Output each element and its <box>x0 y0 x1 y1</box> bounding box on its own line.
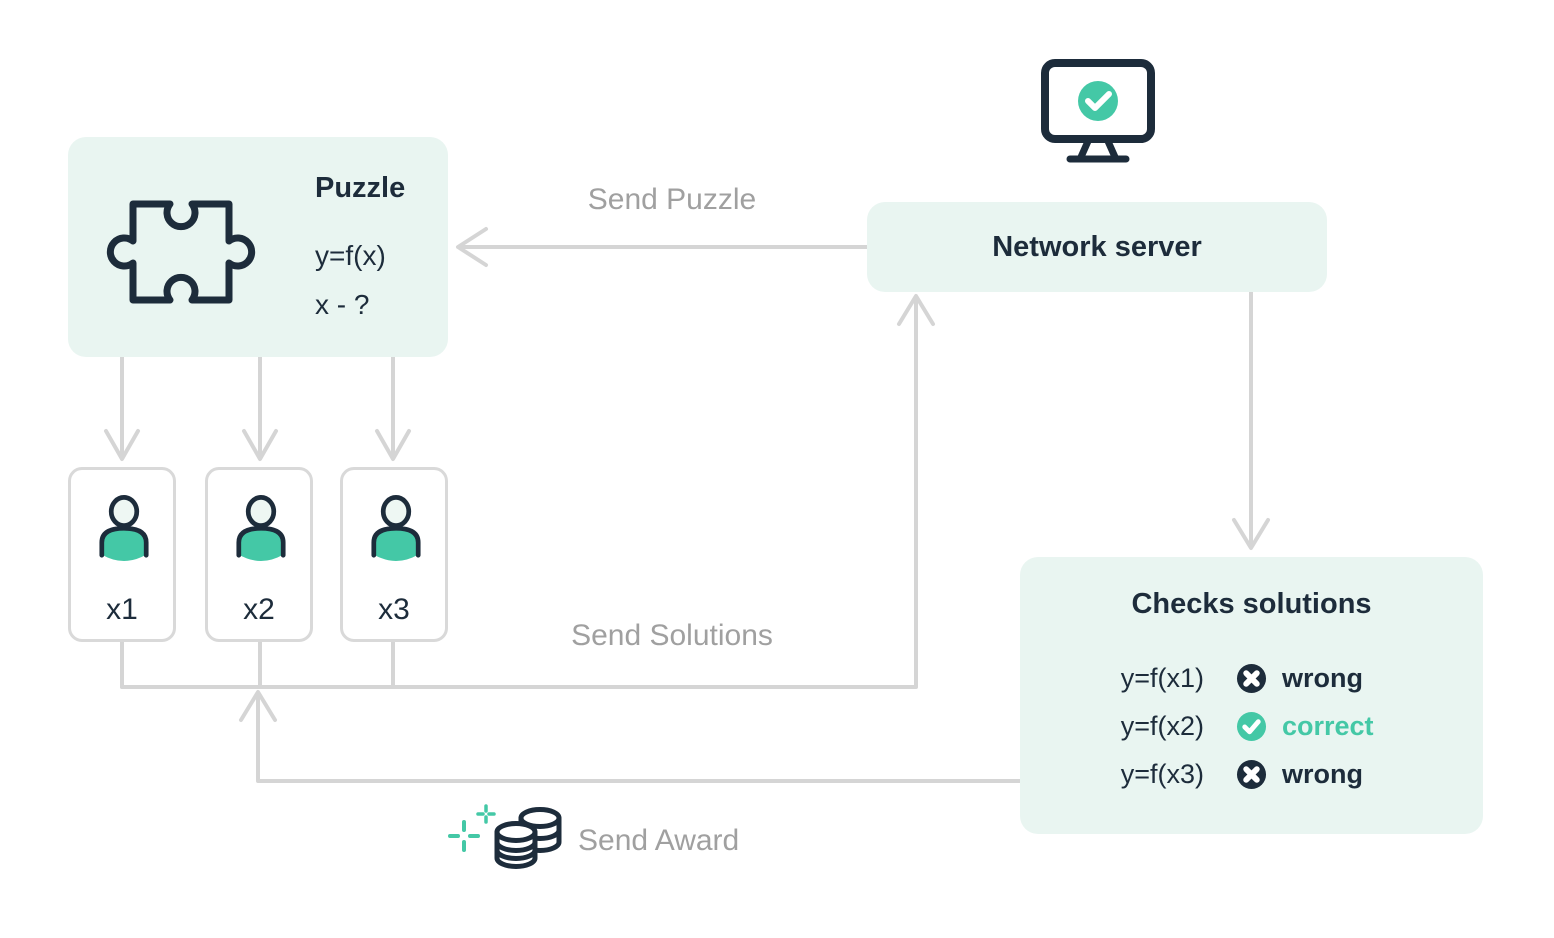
check-row: y=f(x3) wrong <box>1020 750 1483 798</box>
sparkles-icon <box>448 804 496 852</box>
miner-card-x3: x3 <box>340 467 448 642</box>
puzzle-title: Puzzle <box>315 172 406 204</box>
miner-label: x2 <box>243 593 275 626</box>
user-icon <box>99 495 149 561</box>
user-icon <box>371 495 421 561</box>
send-solutions-label: Send Solutions <box>571 619 773 652</box>
cross-circle-icon <box>1236 759 1267 789</box>
check-expression: y=f(x1) <box>1120 662 1204 693</box>
send-solutions-path <box>120 294 935 689</box>
puzzle-formula: y=f(x) <box>315 240 386 271</box>
puzzle-box: Puzzle y=f(x) x - ? <box>68 137 448 357</box>
miner-label: x1 <box>106 593 138 626</box>
user-icon <box>236 495 286 561</box>
miner-card-x1: x1 <box>68 467 176 642</box>
send-puzzle-arrow <box>456 227 869 267</box>
network-server-box: Network server <box>867 202 1327 292</box>
monitor-check-icon <box>1041 59 1155 163</box>
cross-circle-icon <box>1236 663 1267 693</box>
check-expression: y=f(x3) <box>1120 758 1204 789</box>
check-expression: y=f(x2) <box>1120 710 1204 741</box>
miner-label: x3 <box>378 593 410 626</box>
puzzle-to-miners-arrows <box>104 355 411 461</box>
check-circle-icon <box>1236 711 1267 741</box>
check-row: y=f(x2) correct <box>1020 702 1483 750</box>
miner-card-x2: x2 <box>205 467 313 642</box>
coins-sparkle-icon <box>448 804 562 869</box>
check-result: correct <box>1282 710 1374 741</box>
send-award-label: Send Award <box>578 824 740 857</box>
network-server-label: Network server <box>992 230 1202 263</box>
checks-rows: y=f(x1) wrong y=f(x2) correct y=f(x3) <box>1020 654 1483 798</box>
check-result: wrong <box>1282 758 1363 789</box>
checks-title: Checks solutions <box>1131 588 1372 620</box>
coin-stacks <box>494 807 562 869</box>
puzzle-piece-icon <box>106 200 256 304</box>
check-row: y=f(x1) wrong <box>1020 654 1483 702</box>
puzzle-question: x - ? <box>315 289 370 320</box>
server-to-checks-arrow <box>1232 290 1270 550</box>
check-result: wrong <box>1282 662 1363 693</box>
checks-solutions-box: Checks solutions y=f(x1) wrong y=f(x2) c… <box>1020 557 1483 834</box>
send-puzzle-label: Send Puzzle <box>587 183 757 216</box>
send-award-path <box>239 690 1022 783</box>
